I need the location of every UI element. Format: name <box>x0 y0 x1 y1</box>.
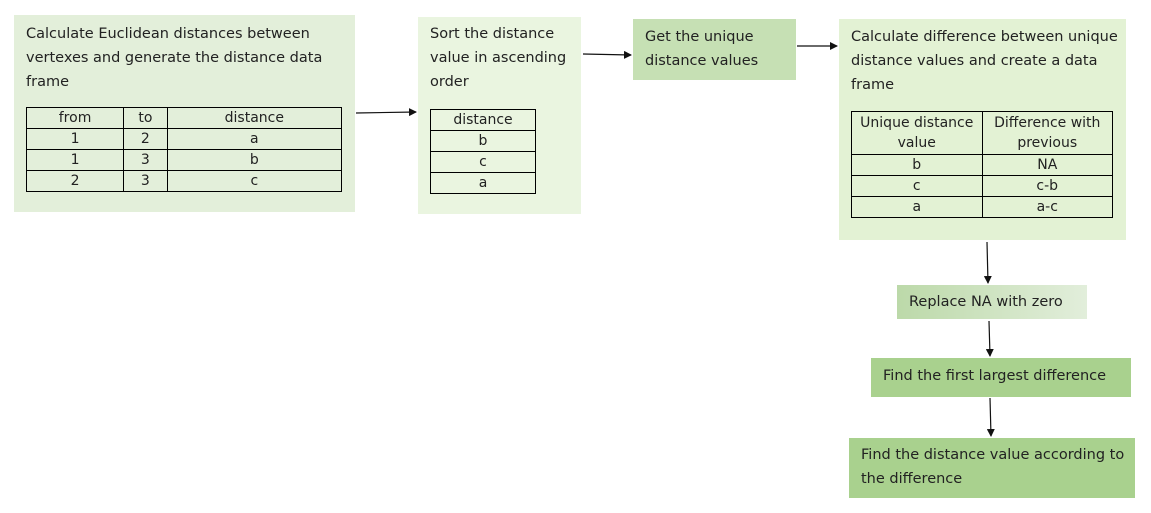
step-2-box: Sort the distance value in ascending ord… <box>418 17 581 214</box>
arrow-2-to-3 <box>582 50 632 59</box>
difference-table: Unique distance value Difference with pr… <box>851 111 1113 218</box>
table-row: a a-c <box>851 196 1113 218</box>
step-2-label: Sort the distance value in ascending ord… <box>430 26 567 90</box>
table-header-row: Unique distance value Difference with pr… <box>851 111 1113 155</box>
sorted-distance-table: distance b c a <box>430 109 536 194</box>
arrow-5-to-6 <box>985 320 994 357</box>
step-4-box: Calculate difference between unique dist… <box>839 19 1126 240</box>
arrow-6-to-7 <box>986 397 995 437</box>
step-1-box: Calculate Euclidean distances between ve… <box>14 15 355 212</box>
table-row: a <box>430 172 536 194</box>
column-header: distance <box>430 109 536 131</box>
table-cell: 2 <box>25 170 125 192</box>
table-cell: a <box>430 172 536 194</box>
arrow-4-to-5 <box>983 241 992 284</box>
step-7-label: Find the distance value according to the… <box>861 447 1125 487</box>
arrow-1-to-2 <box>355 108 417 117</box>
table-row: 2 3 c <box>25 170 343 192</box>
step-3-label: Get the unique distance values <box>645 29 759 69</box>
step-6-box: Find the first largest difference <box>871 358 1131 397</box>
step-4-label: Calculate difference between unique dist… <box>851 29 1118 93</box>
table-header-row: distance <box>430 109 536 131</box>
step-1-label: Calculate Euclidean distances between ve… <box>26 26 323 90</box>
step-7-box: Find the distance value according to the… <box>849 438 1135 498</box>
step-5-box: Replace NA with zero <box>897 285 1087 319</box>
step-5-label: Replace NA with zero <box>909 294 1063 310</box>
step-3-box: Get the unique distance values <box>633 19 796 80</box>
step-6-label: Find the first largest difference <box>883 368 1107 384</box>
column-header: Difference with previous <box>981 111 1113 155</box>
table-cell: a <box>851 196 983 218</box>
table-cell: a-c <box>981 196 1113 218</box>
table-row: 1 3 b <box>25 149 343 171</box>
distance-table: from to distance 1 2 a 1 3 b 2 3 c <box>25 107 343 192</box>
column-header: Unique distance value <box>851 111 983 155</box>
table-cell: c <box>166 170 343 192</box>
table-cell: c-b <box>981 175 1113 197</box>
table-row: c c-b <box>851 175 1113 197</box>
